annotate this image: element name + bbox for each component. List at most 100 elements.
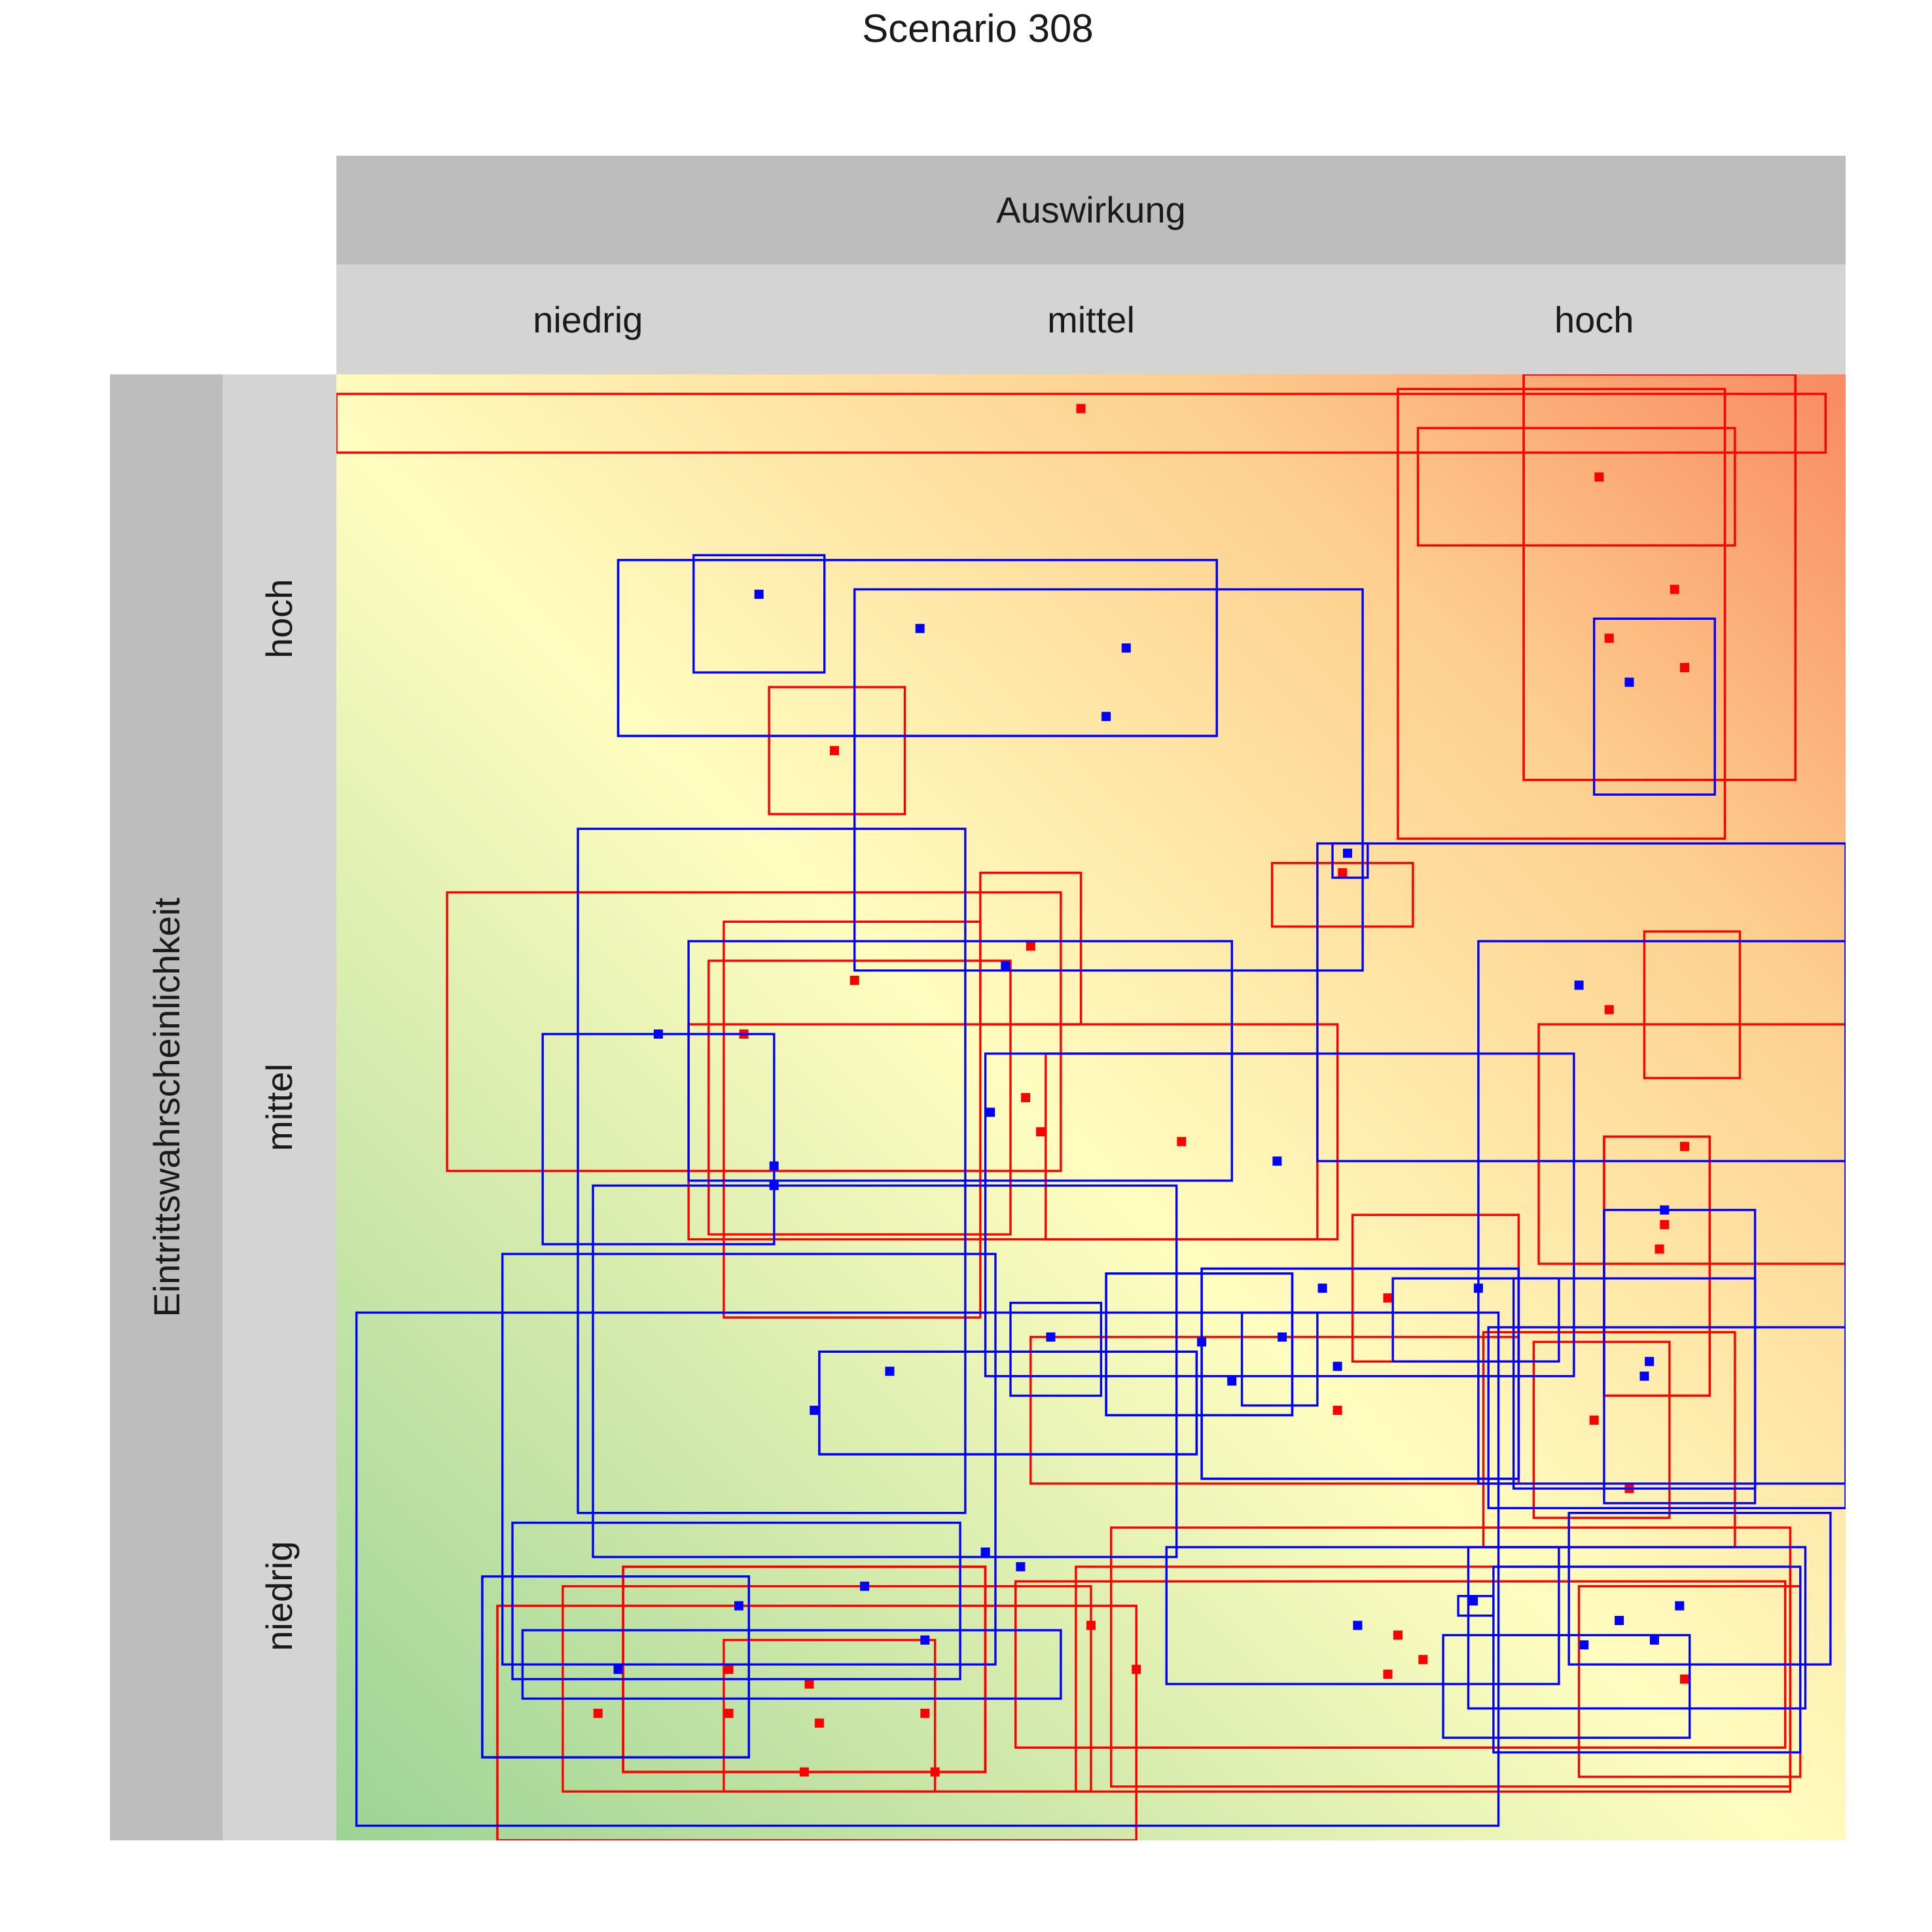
blue-range-box-30 [521, 1629, 1062, 1700]
blue-point-1 [915, 624, 925, 634]
blue-range-box-27 [511, 1521, 961, 1681]
blue-range-box-4 [1592, 617, 1716, 796]
red-point-23 [1393, 1630, 1403, 1640]
blue-range-box-23 [1512, 1277, 1757, 1490]
blue-point-18 [1333, 1361, 1342, 1371]
red-point-33 [930, 1767, 940, 1777]
blue-point-31 [1353, 1620, 1363, 1630]
blue-point-23 [1645, 1357, 1655, 1367]
red-point-24 [1418, 1655, 1428, 1664]
blue-point-27 [860, 1581, 870, 1591]
x-category-label-hoch: hoch [1554, 299, 1634, 340]
blue-point-11 [1272, 1156, 1282, 1166]
red-point-1 [1594, 472, 1604, 482]
x-axis-title: Auswirkung [996, 189, 1185, 230]
red-range-box-14 [1537, 1023, 1846, 1265]
red-point-12 [1177, 1137, 1187, 1147]
y-category-label-niedrig: niedrig [259, 1541, 300, 1651]
red-point-26 [1680, 1674, 1689, 1684]
blue-point-29 [613, 1664, 623, 1674]
red-range-box-33 [723, 1639, 937, 1793]
blue-point-26 [1016, 1562, 1026, 1571]
blue-point-24 [1639, 1371, 1649, 1381]
x-axis-title-strip [336, 156, 1846, 264]
red-point-19 [1589, 1415, 1599, 1425]
blue-range-box-11 [1316, 842, 1846, 1162]
red-point-17 [1383, 1293, 1393, 1303]
chart-title: Scenario 308 [862, 7, 1094, 50]
blue-point-4 [1624, 677, 1634, 687]
blue-range-box-9 [592, 1184, 1178, 1558]
red-range-box-7 [446, 891, 1062, 1172]
blue-point-30 [920, 1635, 930, 1645]
red-range-box-22 [1075, 1565, 1792, 1793]
red-point-29 [814, 1718, 824, 1728]
red-range-box-6 [1270, 861, 1414, 928]
blue-point-17 [1278, 1332, 1287, 1342]
blue-range-box-34 [1492, 1565, 1802, 1754]
red-range-box-19 [1532, 1340, 1671, 1519]
red-point-11 [1036, 1127, 1046, 1137]
blue-point-32 [1469, 1596, 1478, 1606]
blue-range-box-29 [481, 1575, 751, 1759]
red-range-box-1 [1416, 427, 1736, 546]
red-point-15 [1660, 1220, 1670, 1230]
blue-point-0 [754, 590, 764, 599]
blue-range-box-35 [1442, 1634, 1691, 1739]
red-point-6 [1338, 868, 1348, 878]
blue-point-13 [1660, 1205, 1670, 1215]
blue-range-box-14 [1009, 1301, 1103, 1397]
red-point-27 [593, 1708, 603, 1718]
blue-point-34 [1615, 1616, 1624, 1625]
red-point-13 [1604, 1005, 1614, 1014]
blue-range-box-22 [818, 1350, 1198, 1456]
red-point-5 [830, 745, 839, 755]
y-axis-title: Eintrittswahrscheinlichkeit [146, 897, 187, 1317]
blue-point-8 [769, 1161, 779, 1171]
red-point-0 [1076, 404, 1086, 414]
blue-range-box-24 [1487, 1326, 1846, 1509]
red-point-30 [724, 1708, 734, 1718]
blue-range-box-20 [1391, 1277, 1560, 1363]
red-point-32 [724, 1664, 734, 1674]
blue-point-9 [769, 1181, 779, 1190]
red-point-9 [850, 975, 859, 985]
blue-point-28 [734, 1601, 743, 1611]
blue-range-box-6 [687, 940, 1233, 1182]
red-point-22 [1132, 1664, 1141, 1674]
red-range-box-3 [1397, 387, 1726, 840]
blue-range-box-25 [355, 1311, 1500, 1827]
blue-point-6 [1001, 961, 1011, 971]
blue-point-5 [1343, 848, 1352, 858]
red-range-box-13 [1643, 930, 1742, 1079]
blue-point-21 [885, 1367, 895, 1376]
red-point-16 [1655, 1244, 1664, 1254]
y-axis-title-strip [110, 374, 223, 1840]
red-range-box-9 [723, 920, 982, 1319]
red-point-21 [1086, 1620, 1096, 1630]
blue-range-box-2 [617, 559, 1218, 738]
y-category-label-mittel: mittel [259, 1064, 300, 1151]
blue-range-box-0 [692, 554, 826, 674]
blue-point-2 [1121, 643, 1131, 653]
blue-range-box-16 [1105, 1272, 1294, 1417]
red-point-4 [1680, 663, 1689, 672]
blue-point-25 [980, 1547, 990, 1557]
blue-point-19 [1317, 1283, 1327, 1293]
blue-point-15 [1197, 1337, 1207, 1347]
blue-point-12 [1574, 980, 1584, 990]
red-point-28 [804, 1679, 814, 1689]
y-category-label-hoch: hoch [259, 579, 300, 658]
red-point-2 [1604, 634, 1614, 643]
blue-point-35 [1675, 1601, 1685, 1611]
red-point-3 [1670, 584, 1679, 594]
y-category-strip [223, 374, 336, 1840]
red-point-34 [920, 1708, 930, 1718]
blue-range-box-19 [1200, 1267, 1520, 1480]
blue-point-3 [1101, 711, 1111, 721]
red-point-31 [799, 1767, 809, 1777]
red-point-8 [1026, 941, 1035, 951]
blue-point-7 [653, 1029, 663, 1039]
blue-point-33 [1579, 1640, 1589, 1650]
